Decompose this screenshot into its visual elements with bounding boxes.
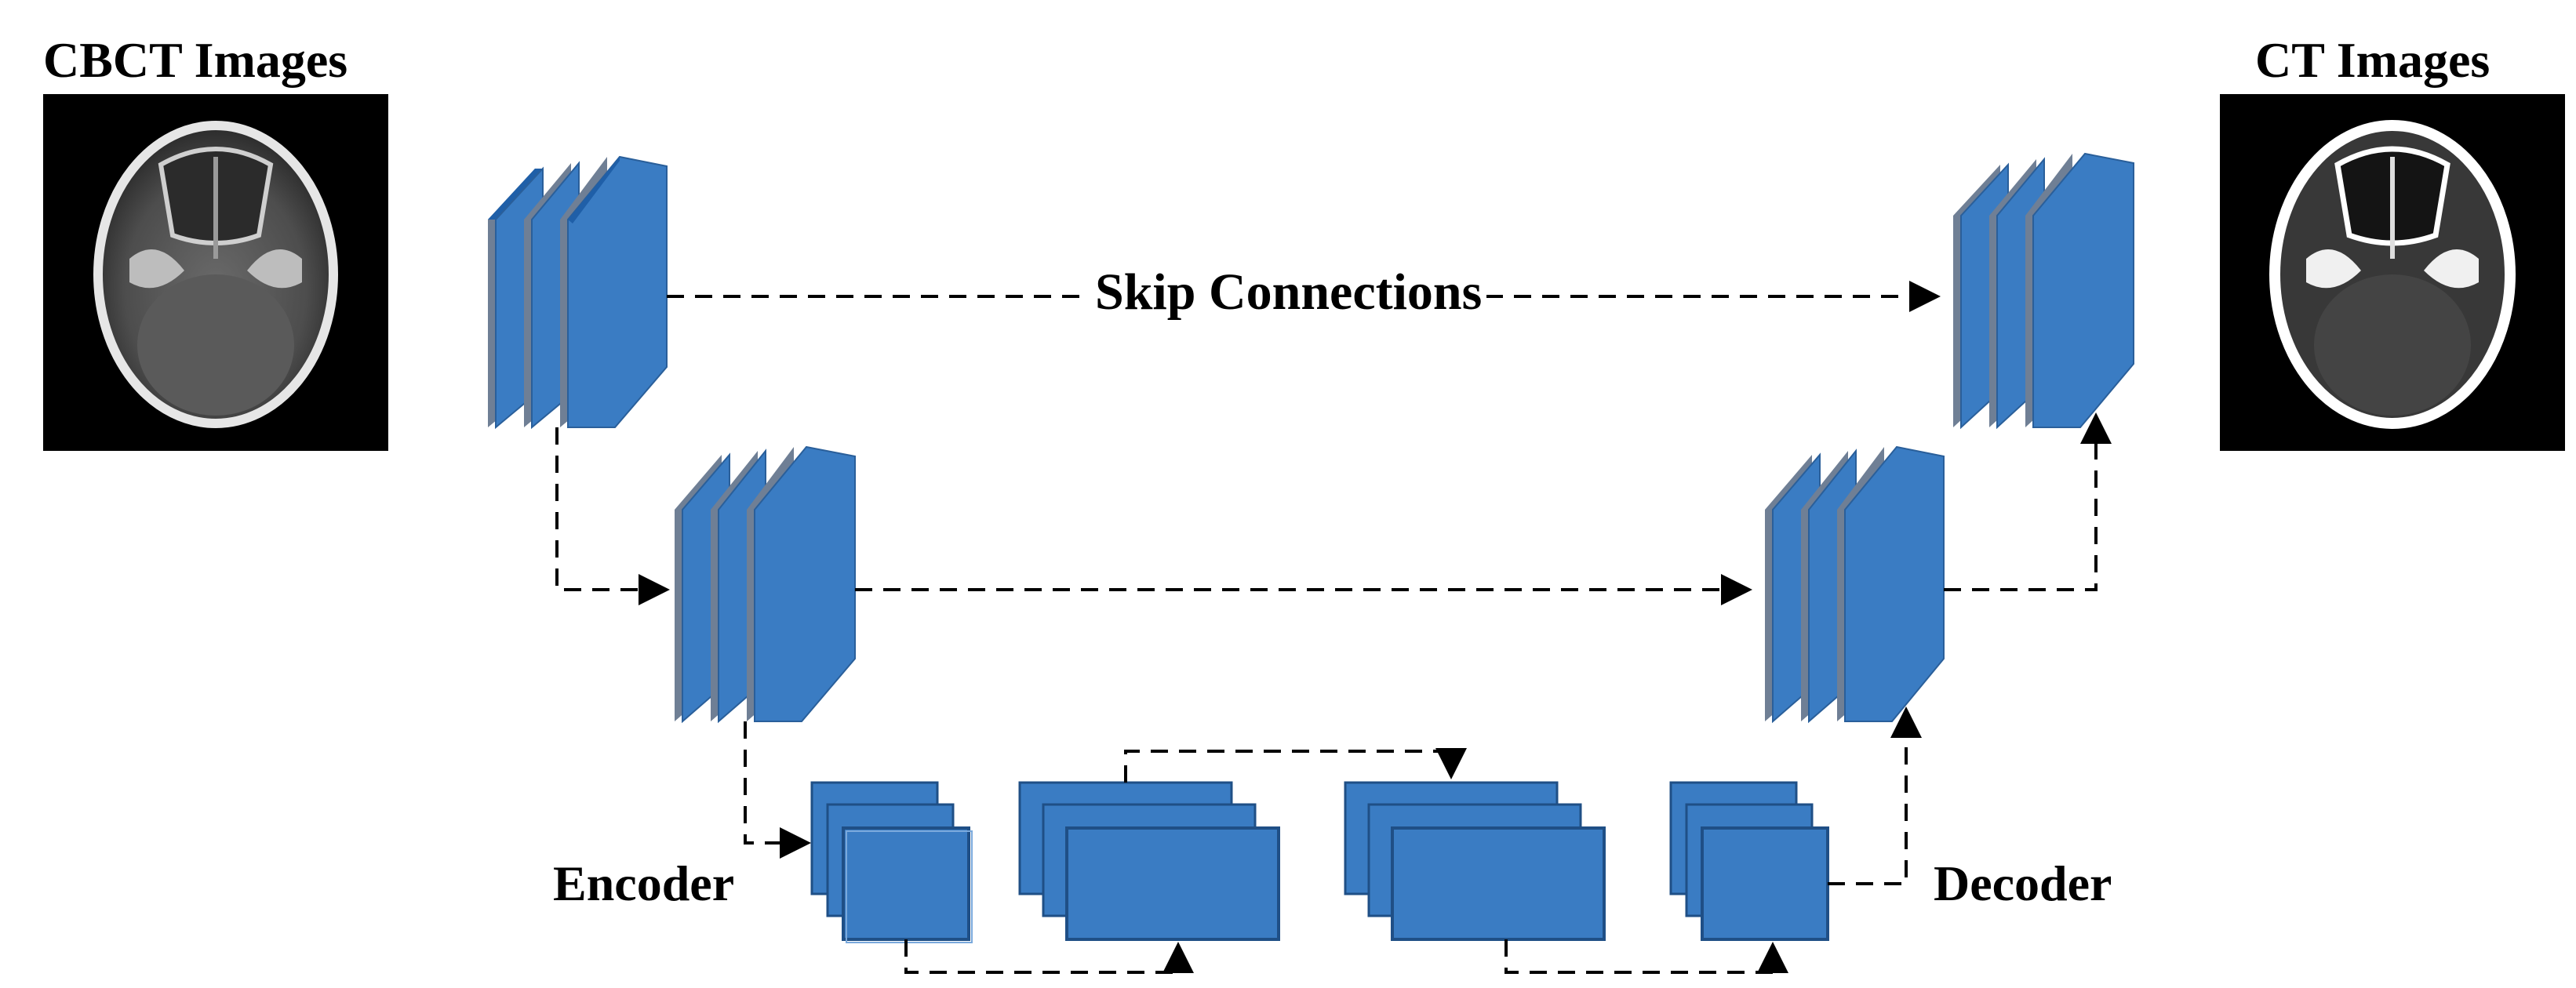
up-arrow-level2 [1944,412,2112,591]
bottleneck-block-2 [1018,781,1280,941]
encoder-level2-feature-maps [675,445,856,724]
decoder-label: Decoder [1934,855,2112,911]
bottleneck-arrow-3-4 [1504,939,1788,974]
bottleneck-arrow-2-3 [1124,748,1467,783]
up-arrow-bottleneck [1828,706,1922,885]
output-images-title: CT Images [2255,32,2490,88]
down-arrow-level2 [744,721,811,859]
decoder-level1-feature-maps [1953,152,2134,430]
input-images-title: CBCT Images [43,32,348,88]
ct-image [2220,94,2565,451]
bottleneck-arrow-1-2 [904,939,1194,974]
bottleneck-block-4 [1669,781,1829,941]
decoder-level2-feature-maps [1765,445,1945,724]
bottleneck-block-1 [810,781,973,943]
encoder-label: Encoder [553,855,735,911]
bottleneck-block-3 [1344,781,1606,941]
cbct-image [43,94,388,451]
encoder-level1-feature-maps [488,155,668,430]
skip-connections-label: Skip Connections [1090,267,1487,318]
down-arrow-level1 [555,427,670,605]
